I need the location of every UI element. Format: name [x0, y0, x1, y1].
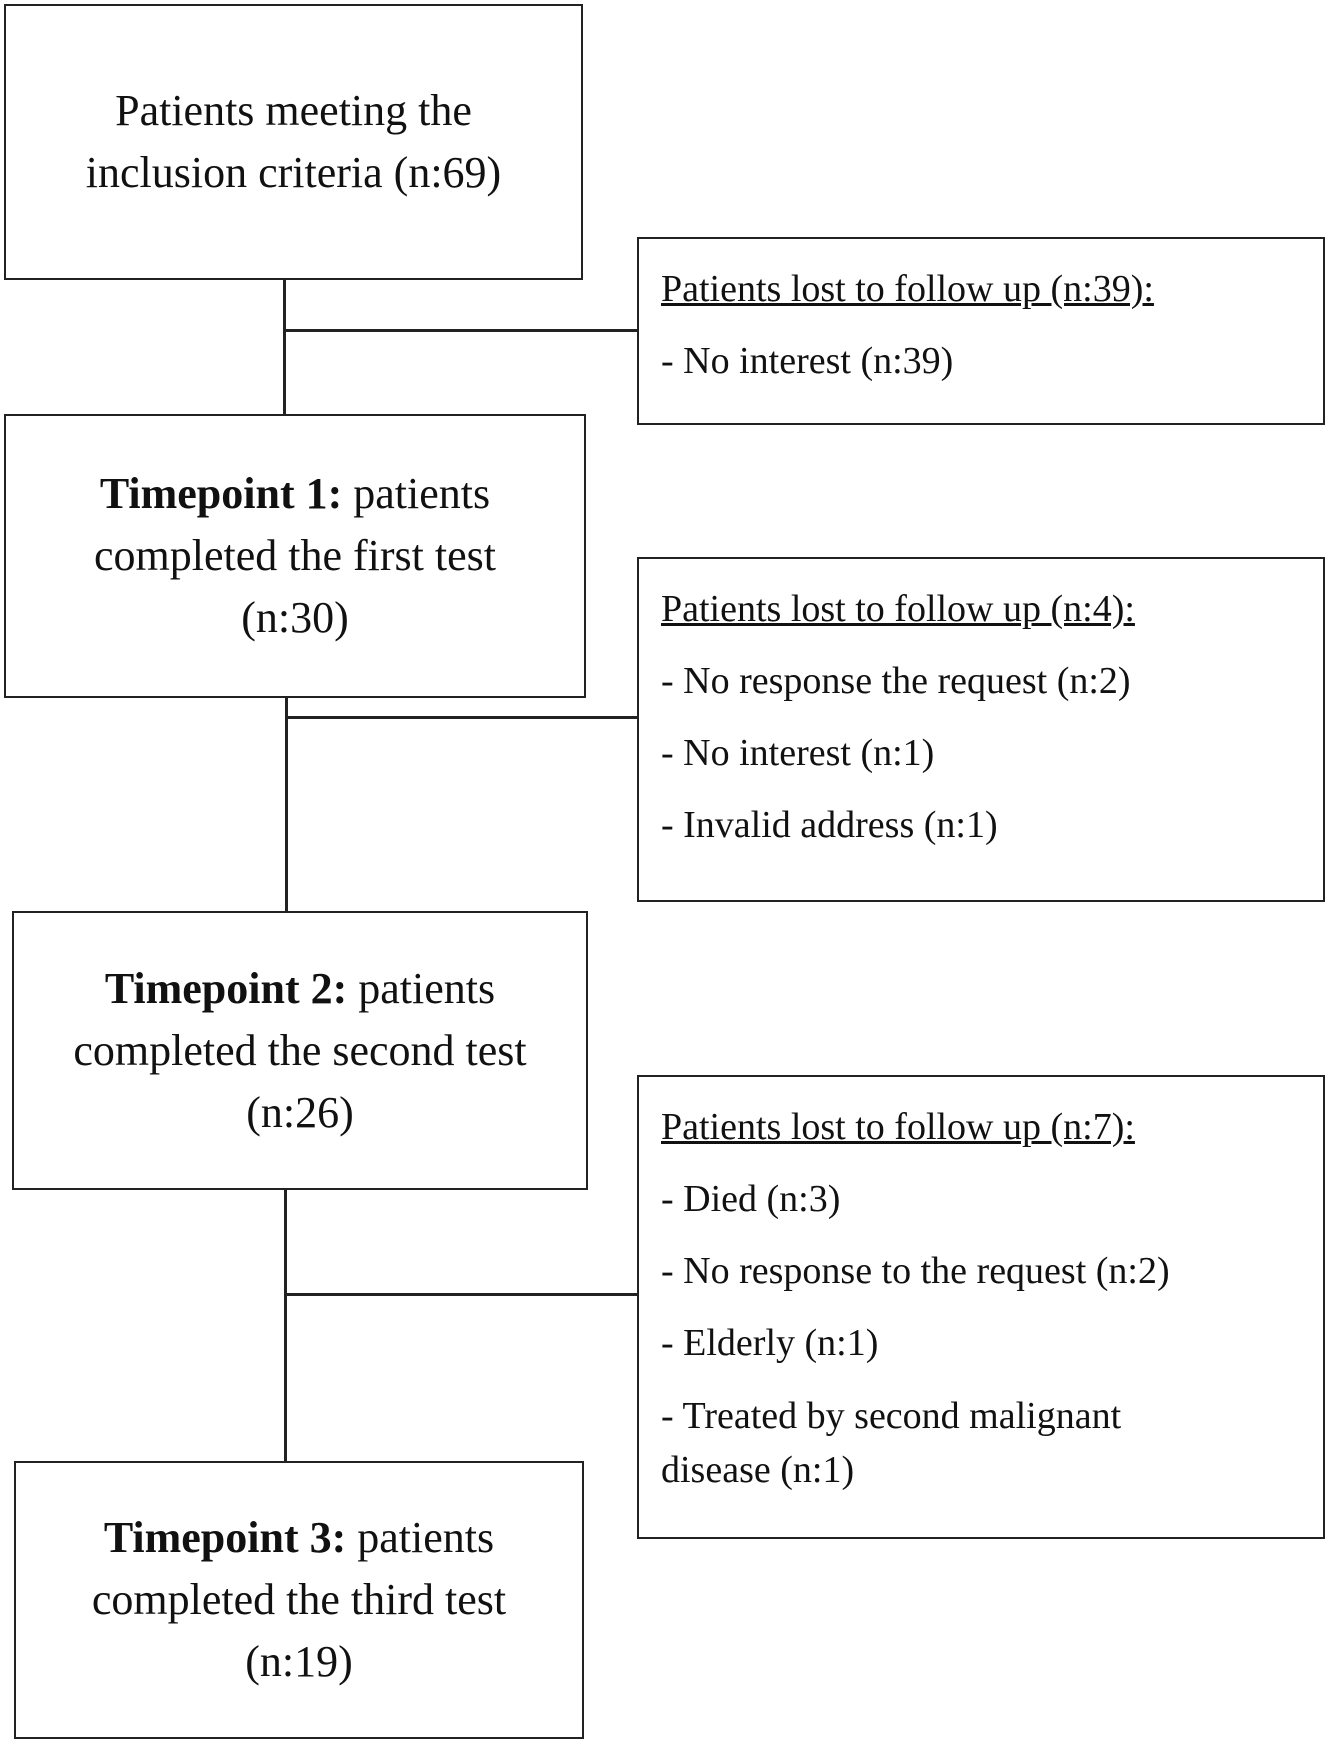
- connector-tp2-to-tp3: [284, 1189, 287, 1462]
- timepoint-3-title: Timepoint 3: patients: [104, 1507, 494, 1569]
- connector-branch-loss-3: [284, 1293, 638, 1296]
- timepoint-1-title: Timepoint 1: patients: [100, 463, 490, 525]
- timepoint-1-line-2: completed the first test: [94, 531, 496, 580]
- loss-box-3-item: - Elderly (n:1): [661, 1322, 879, 1364]
- timepoint-1-label: Timepoint 1:: [99, 469, 343, 518]
- inclusion-line-1: Patients meeting the: [115, 86, 472, 135]
- timepoint-3-line-3: (n:19): [245, 1637, 353, 1686]
- loss-box-3-item: - Died (n:3): [661, 1178, 841, 1220]
- timepoint-2-title-rest: patients: [347, 963, 496, 1013]
- loss-box-1-item: - No interest (n:39): [661, 340, 954, 382]
- timepoint-1-line-3: (n:30): [241, 593, 349, 642]
- timepoint-1-box: Timepoint 1: patients completed the firs…: [4, 414, 586, 698]
- loss-box-2-heading: Patients lost to follow up (n:4):: [661, 588, 1135, 630]
- timepoint-3-label: Timepoint 3:: [103, 1513, 347, 1562]
- connector-tp1-to-tp2: [285, 697, 288, 911]
- timepoint-2-box: Timepoint 2: patients completed the seco…: [12, 911, 588, 1190]
- timepoint-1-title-rest: patients: [342, 469, 491, 518]
- loss-box-3-item: - No response to the request (n:2): [661, 1250, 1170, 1292]
- connector-branch-loss-1: [283, 329, 638, 332]
- loss-box-1-heading: Patients lost to follow up (n:39):: [661, 268, 1154, 310]
- timepoint-3-line-2: completed the third test: [91, 1575, 507, 1624]
- timepoint-2-line-3: (n:26): [246, 1087, 354, 1137]
- connector-branch-loss-2: [285, 716, 638, 719]
- loss-box-3-item: - Treated by second malignant disease (n…: [661, 1395, 1122, 1491]
- loss-box-1: Patients lost to follow up (n:39): - No …: [637, 237, 1325, 425]
- inclusion-criteria-box: Patients meeting the inclusion criteria …: [4, 4, 583, 280]
- timepoint-2-title: Timepoint 2: patients: [105, 958, 495, 1020]
- timepoint-3-box: Timepoint 3: patients completed the thir…: [14, 1461, 584, 1739]
- loss-box-2-item: - Invalid address (n:1): [661, 804, 998, 846]
- inclusion-line-2: inclusion criteria (n:69): [85, 148, 502, 197]
- connector-inclusion-to-tp1: [283, 278, 286, 415]
- loss-box-3-heading: Patients lost to follow up (n:7):: [661, 1106, 1135, 1148]
- timepoint-2-line-2: completed the second test: [73, 1025, 527, 1075]
- loss-box-2: Patients lost to follow up (n:4): - No r…: [637, 557, 1325, 902]
- loss-box-2-item: - No response the request (n:2): [661, 660, 1131, 702]
- loss-box-3: Patients lost to follow up (n:7): - Died…: [637, 1075, 1325, 1539]
- timepoint-3-title-rest: patients: [346, 1513, 495, 1562]
- loss-box-2-item: - No interest (n:1): [661, 732, 935, 774]
- timepoint-2-label: Timepoint 2:: [104, 963, 348, 1013]
